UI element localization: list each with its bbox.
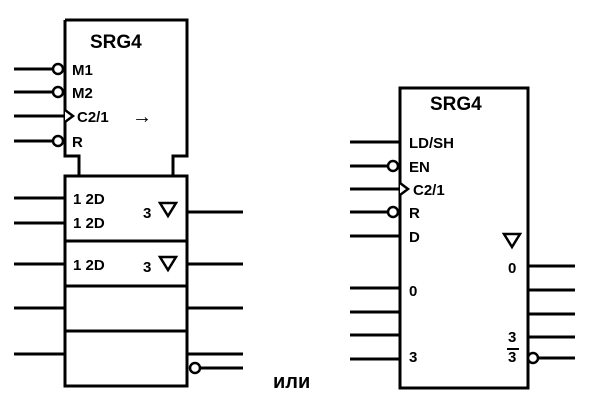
left-control-block-outline bbox=[63, 18, 189, 176]
left-input-label-reset: R bbox=[72, 134, 83, 151]
right-input-label-ldsh: LD/SH bbox=[409, 135, 454, 152]
right-register-title: SRG4 bbox=[430, 94, 482, 115]
left-register-title: SRG4 bbox=[90, 32, 142, 53]
left-shift-arrow-icon: → bbox=[132, 106, 152, 128]
left-input-bubble-reset bbox=[51, 134, 65, 148]
left-input-label-m1: M1 bbox=[72, 62, 93, 79]
left-cell2-tristate-triangle-icon bbox=[157, 255, 179, 273]
right-tristate-triangle-icon bbox=[501, 232, 523, 250]
right-input-bubble-reset bbox=[386, 205, 400, 219]
left-input-label-clock: C2/1 bbox=[77, 109, 109, 126]
right-input-label-reset: R bbox=[409, 205, 420, 222]
left-cell4-output-bubble bbox=[188, 361, 202, 375]
right-output-label-3-inverted: 3 bbox=[508, 349, 516, 366]
right-input-label-d: D bbox=[409, 229, 420, 246]
left-cell1-tristate-triangle-icon bbox=[157, 201, 179, 219]
left-cell1-output-label: 3 bbox=[143, 205, 151, 222]
left-cell1-label-bottom: 1 2D bbox=[73, 215, 105, 232]
left-cell2-label-top: 1 2D bbox=[73, 257, 105, 274]
left-cell2-output-label: 3 bbox=[143, 259, 151, 276]
right-register-symbol: SRG4 LD/SH EN C2/1 R D 0 3 0 3 bbox=[350, 86, 575, 390]
left-input-label-m2: M2 bbox=[72, 85, 93, 102]
separator-word: или bbox=[273, 371, 310, 393]
right-output-label-3: 3 bbox=[508, 329, 516, 346]
right-output-label-0: 0 bbox=[508, 260, 516, 277]
right-input-label-clock: C2/1 bbox=[413, 182, 445, 199]
right-data-input-label-0: 0 bbox=[409, 283, 417, 300]
left-input-bubble-m1 bbox=[51, 62, 65, 76]
left-register-symbol: SRG4 M1 M2 C2/1 → R 1 2D 1 2D 3 1 2D 3 bbox=[14, 18, 243, 388]
right-input-label-en: EN bbox=[409, 159, 430, 176]
right-clock-triangle-icon bbox=[399, 182, 411, 196]
right-input-bubble-en bbox=[386, 159, 400, 173]
right-register-outline bbox=[398, 86, 530, 390]
left-cells-block-outline bbox=[63, 174, 189, 388]
right-output-bubble bbox=[526, 351, 540, 365]
left-input-bubble-m2 bbox=[51, 85, 65, 99]
left-clock-triangle-icon bbox=[64, 109, 76, 123]
left-cell1-label-top: 1 2D bbox=[73, 191, 105, 208]
right-data-input-label-3: 3 bbox=[409, 349, 417, 366]
